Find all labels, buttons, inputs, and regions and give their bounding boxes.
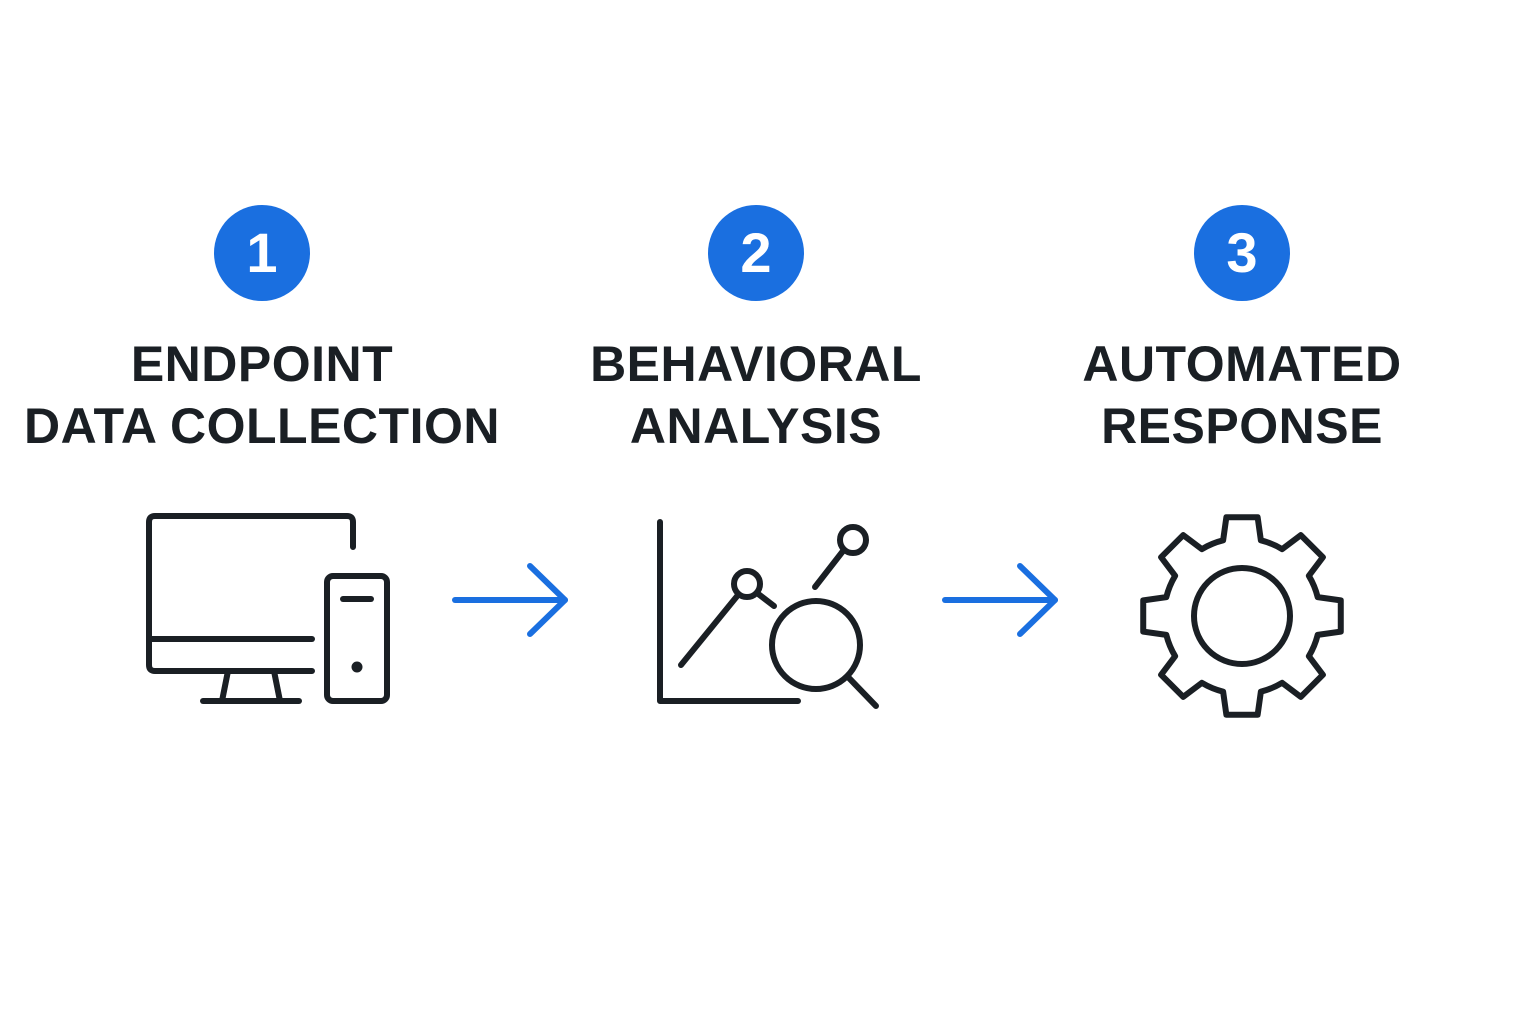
step-number-badge: 1 [214, 205, 310, 301]
step-title: BEHAVIORAL ANALYSIS [590, 333, 922, 457]
step-number: 3 [1226, 221, 1258, 284]
gear-outline [1140, 514, 1344, 718]
desktop-computer-icon [146, 513, 390, 704]
chart-magnifier-icon [657, 519, 879, 709]
step-automated-response: 3 AUTOMATED RESPONSE [982, 205, 1502, 457]
monitor-stand-left [219, 668, 231, 704]
step-title-line-1: ENDPOINT [130, 336, 394, 392]
step-title: ENDPOINT DATA COLLECTION [24, 333, 500, 457]
step-title-line-2: RESPONSE [1101, 398, 1383, 454]
arrow-right-icon [452, 563, 568, 637]
trend-line-1 [678, 592, 741, 668]
monitor-stand-right [271, 668, 283, 704]
step-title-line-1: BEHAVIORAL [590, 336, 922, 392]
step-number-badge: 2 [708, 205, 804, 301]
step-number: 2 [740, 221, 772, 284]
gear-icon [1140, 514, 1344, 718]
step-number: 1 [246, 221, 278, 284]
step-behavioral-analysis: 2 BEHAVIORAL ANALYSIS [496, 205, 1016, 457]
tower-power-dot [351, 661, 363, 673]
step-title: AUTOMATED RESPONSE [1082, 333, 1401, 457]
step-title-line-1: AUTOMATED [1082, 336, 1402, 392]
magnifier-handle [845, 674, 879, 709]
arrow-right-icon [942, 563, 1058, 637]
chart-axes [657, 519, 801, 704]
magnifier-lens [769, 598, 863, 692]
step-title-line-2: DATA COLLECTION [24, 398, 500, 454]
gear-inner-ring [1191, 565, 1293, 667]
trend-line-2 [754, 590, 777, 609]
step-title-line-2: ANALYSIS [629, 398, 883, 454]
tower-case [324, 573, 390, 704]
data-point-2 [837, 524, 869, 556]
data-point-1 [731, 568, 763, 600]
monitor-frame [146, 513, 356, 674]
step-number-badge: 3 [1194, 205, 1290, 301]
step-endpoint-data-collection: 1 ENDPOINT DATA COLLECTION [2, 205, 522, 457]
trend-line-3 [812, 548, 846, 590]
